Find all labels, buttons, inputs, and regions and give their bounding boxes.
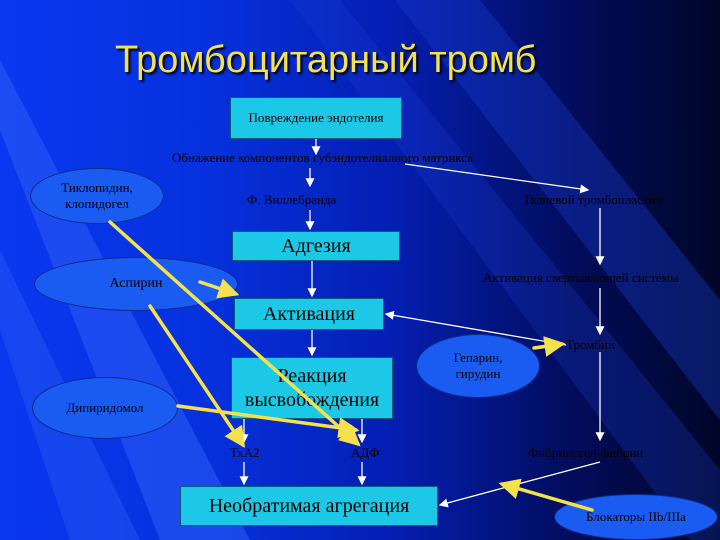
node-adp: АДФ bbox=[351, 445, 380, 460]
node-label: Необратимая агрегация bbox=[208, 495, 410, 517]
node-endothelium-damage: Повреждение эндотелия bbox=[230, 97, 402, 139]
node-label: Гепарин, bbox=[453, 350, 503, 365]
arrow-fibrin-to-aggregation bbox=[438, 461, 601, 508]
node-label: Тиклопидин, bbox=[61, 180, 133, 195]
inhibitor-aspirin-to-txa2 bbox=[148, 304, 245, 448]
node-tissue-thromboplastin: Тканевой тромбопластин bbox=[523, 192, 663, 207]
node-thrombin: Тромбин bbox=[566, 337, 615, 352]
slide-title: Тромбоцитарный тромб bbox=[115, 39, 537, 81]
node-coagulation-activation: Активация свертывающей системы bbox=[483, 270, 679, 285]
arrow-thrombin-to-activation bbox=[384, 310, 567, 346]
node-blockers: Блокаторы IIb/IIIa bbox=[554, 494, 718, 540]
arrow-exposure-to-thromboplastin bbox=[404, 163, 590, 194]
inhibitor-blockers-to-aggregation bbox=[498, 478, 594, 512]
node-label: Повреждение эндотелия bbox=[248, 110, 384, 125]
node-label: Активация bbox=[262, 303, 355, 325]
node-label: Аспирин bbox=[109, 276, 163, 291]
inhibitor-ticlopidine-to-adp bbox=[108, 220, 361, 447]
node-heparin: Гепарин, гирудин bbox=[416, 334, 540, 398]
node-aspirin: Аспирин bbox=[34, 257, 238, 311]
node-release-reaction: Реакция высвобождения bbox=[231, 357, 393, 419]
inhibitor-aspirin-to-activation bbox=[198, 278, 240, 299]
node-label: клопидогел bbox=[65, 196, 129, 211]
node-adhesion: Адгезия bbox=[232, 231, 400, 261]
node-willebrand: Ф. Виллебранда bbox=[247, 192, 337, 207]
node-label: Адгезия bbox=[281, 235, 351, 257]
node-dipyridamole: Дипиридомол bbox=[32, 377, 178, 439]
node-txa2: ТхА2 bbox=[230, 445, 260, 460]
node-ticlopidine: Тиклопидин, клопидогел bbox=[30, 168, 164, 224]
node-fibrinogen-fibrin: Фибриноген-фибрин bbox=[528, 445, 644, 460]
node-label: Блокаторы IIb/IIIa bbox=[586, 509, 686, 524]
inhibitor-heparin-to-thrombin bbox=[532, 336, 566, 357]
inhibitor-dipyridamole-to-adp bbox=[176, 404, 360, 439]
node-label: гирудин bbox=[455, 366, 501, 381]
background-stripe bbox=[395, 0, 720, 420]
node-label: высвобождения bbox=[244, 389, 380, 411]
node-irreversible-aggregation: Необратимая агрегация bbox=[180, 486, 438, 526]
node-label: Реакция bbox=[277, 365, 347, 387]
node-subendothelial-exposure: Обнажение компонентов субэндотелиалного … bbox=[172, 150, 473, 165]
node-activation: Активация bbox=[234, 298, 384, 330]
node-label: Дипиридомол bbox=[66, 400, 144, 415]
